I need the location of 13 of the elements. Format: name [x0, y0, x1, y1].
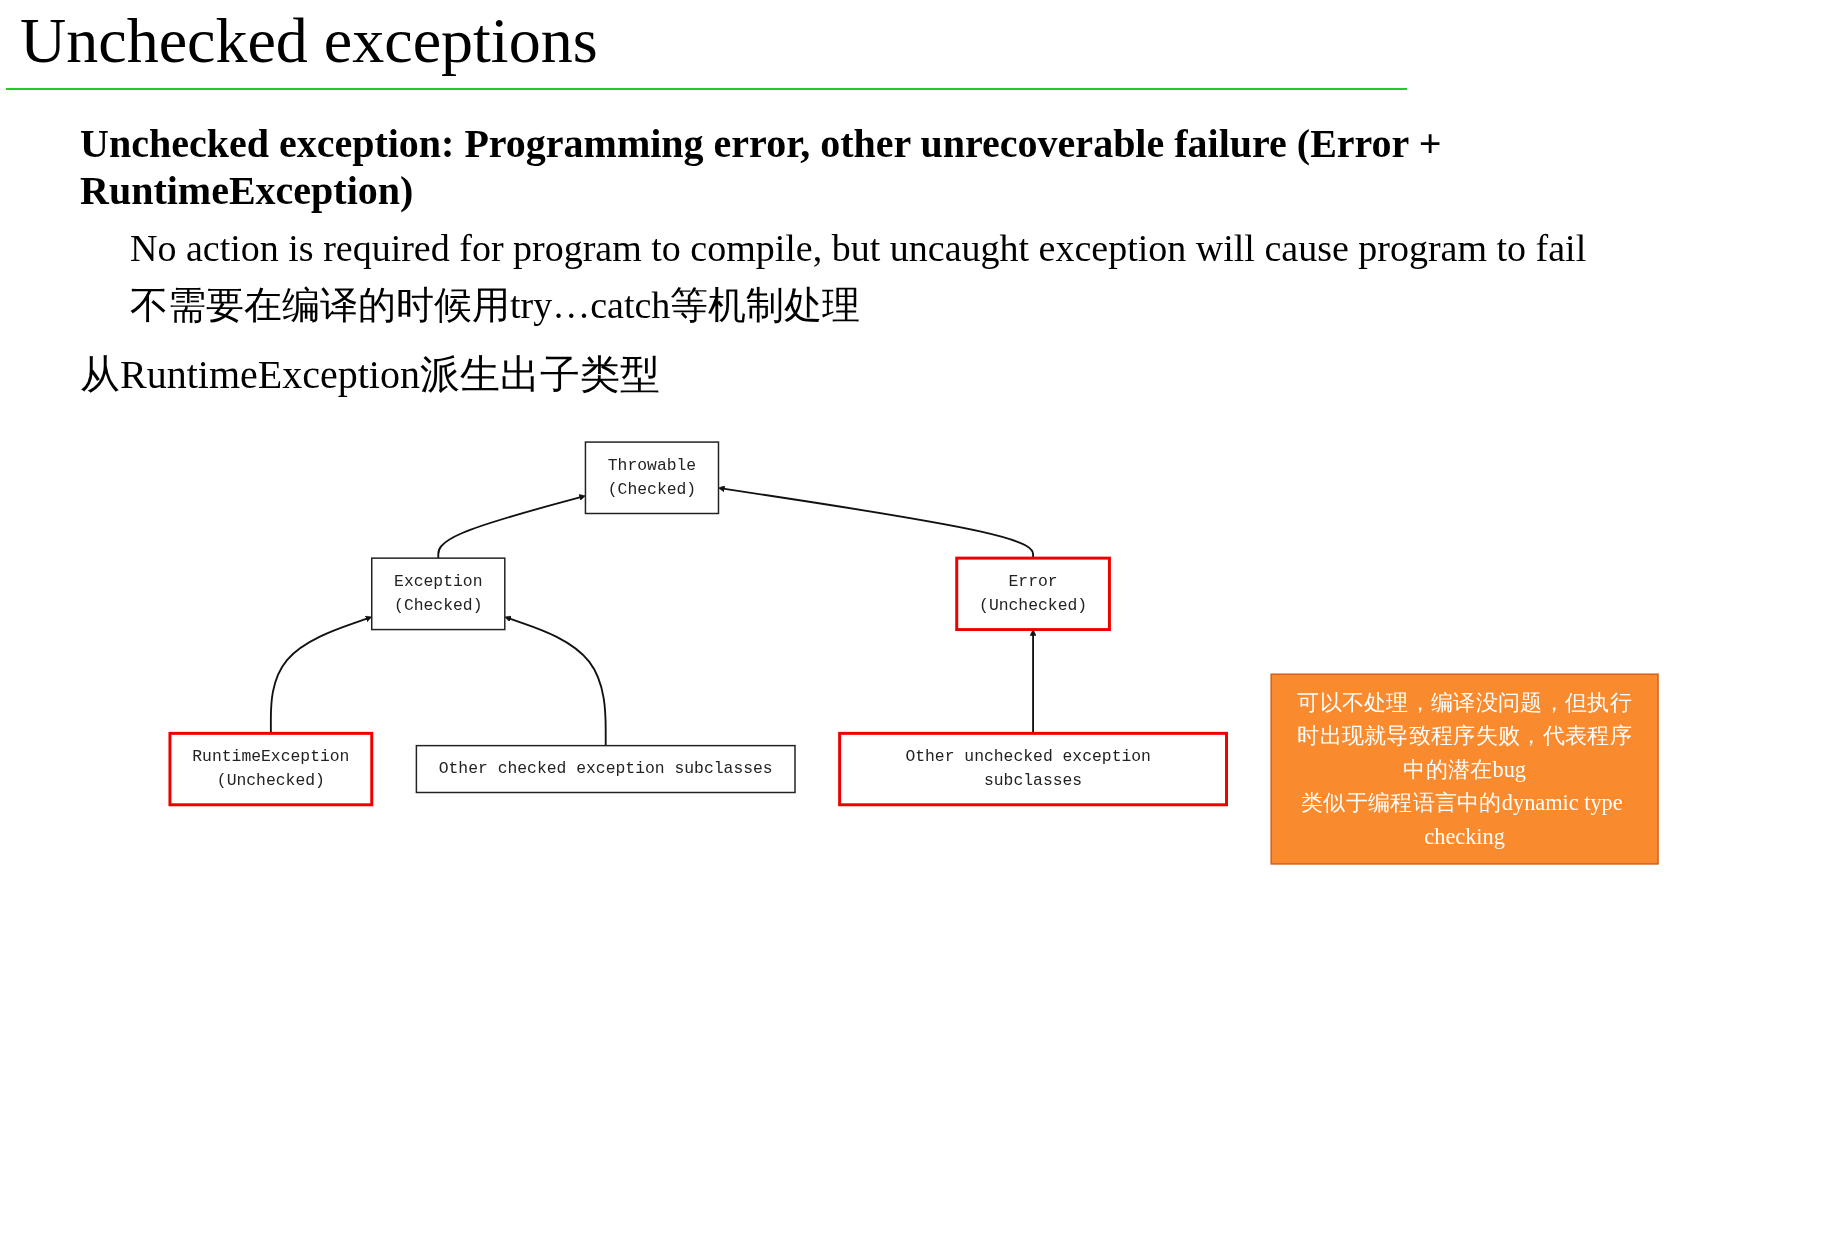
bullet-text: 不需要在编译的时候用try…catch等机制处理 [130, 283, 862, 328]
bullet-text: 从RuntimeException派生出子类型 [80, 351, 661, 399]
node-box: Throwable (Checked) [584, 441, 719, 515]
slide-title: Unchecked exceptions [20, 4, 599, 78]
node-box: Other checked exception subclasses [415, 744, 796, 794]
arrow [504, 615, 607, 747]
node-box: Error (Unchecked) [954, 556, 1111, 632]
bullet-text: No action is required for program to compile, but uncaught exception will cause program to fail [130, 226, 1588, 270]
node-box: Exception (Checked) [370, 557, 506, 631]
node-box: 可以不处理，编译没问题，但执行时出现就导致程序失败，代表程序中的潜在bug 类似于编程语言中的dynamic type checking [1269, 673, 1659, 865]
bullet-text: Unchecked exception: Programming error, other unrecoverable failure (Error + RuntimeException) [80, 120, 1443, 214]
node-box: RuntimeException (Unchecked) [167, 731, 373, 807]
node-box: Other unchecked exception subclasses [837, 731, 1228, 807]
